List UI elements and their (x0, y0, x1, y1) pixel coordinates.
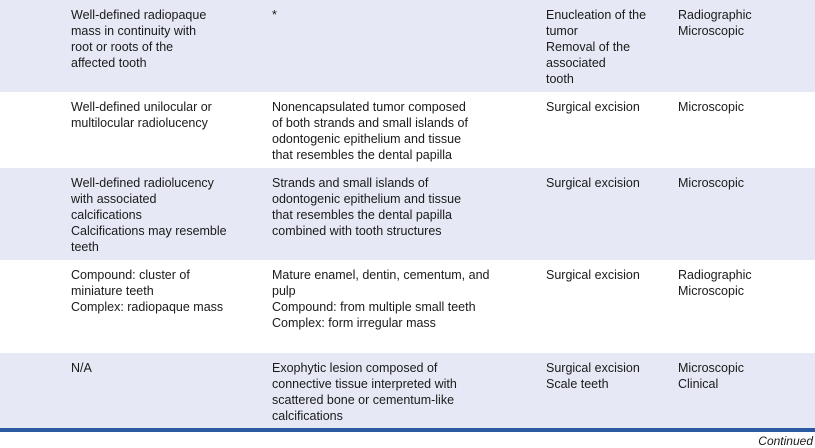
microscopic-findings-cell: Strands and small islands of odontogenic… (272, 175, 540, 239)
cell-line: odontogenic epithelium and tissue (272, 192, 462, 206)
table-row: Compound: cluster of miniature teeth Com… (0, 260, 815, 353)
cell-line: Well-defined radiolucency (71, 176, 214, 190)
cell-line: Nonencapsulated tumor composed (272, 100, 466, 114)
radiographic-findings-cell: N/A (71, 360, 266, 376)
table-row: Well-defined radiolucency with associate… (0, 168, 815, 260)
treatment-cell: Surgical excision (546, 99, 674, 115)
treatment-cell: Surgical excision Scale teeth (546, 360, 674, 392)
cell-line: Surgical excision (546, 268, 640, 282)
cell-line: N/A (71, 361, 92, 375)
cell-line: Well-defined unilocular or (71, 100, 212, 114)
cell-line: Radiographic (678, 268, 752, 282)
cell-line: Surgical excision (546, 176, 640, 190)
treatment-cell: Surgical excision (546, 175, 674, 191)
cell-line: teeth (71, 240, 99, 254)
cell-line: Calcifications may resemble (71, 224, 227, 238)
diagnosis-cell: Radiographic Microscopic (678, 267, 813, 299)
cell-line: Clinical (678, 377, 719, 391)
cell-line: Mature enamel, dentin, cementum, and (272, 268, 490, 282)
cell-line: Compound: from multiple small teeth (272, 300, 476, 314)
diagnosis-cell: Radiographic Microscopic (678, 7, 813, 39)
cell-line: that resembles the dental papilla (272, 148, 452, 162)
cell-line: Microscopic (678, 24, 744, 38)
treatment-cell: Surgical excision (546, 267, 674, 283)
cell-line: Well-defined radiopaque (71, 8, 207, 22)
diagnosis-cell: Microscopic Clinical (678, 360, 813, 392)
cell-line: tooth (546, 72, 574, 86)
cell-line: tumor (546, 24, 578, 38)
cell-line: Enucleation of the (546, 8, 647, 22)
cell-line: Scale teeth (546, 377, 609, 391)
diagnosis-cell: Microscopic (678, 175, 813, 191)
cell-line: scattered bone or cementum-like (272, 393, 455, 407)
cell-line: * (272, 8, 277, 22)
cell-line: combined with tooth structures (272, 224, 442, 238)
treatment-cell: Enucleation of the tumor Removal of the … (546, 7, 674, 87)
cell-line: Compound: cluster of (71, 268, 190, 282)
cell-line: of both strands and small islands of (272, 116, 468, 130)
table-row: N/A Exophytic lesion composed of connect… (0, 353, 815, 428)
diagnosis-cell: Microscopic (678, 99, 813, 115)
cell-line: Microscopic (678, 361, 744, 375)
radiographic-findings-cell: Well-defined radiopaque mass in continui… (71, 7, 266, 71)
cell-line: pulp (272, 284, 296, 298)
microscopic-findings-cell: Nonencapsulated tumor composed of both s… (272, 99, 540, 163)
cell-line: Microscopic (678, 176, 744, 190)
cell-line: Complex: form irregular mass (272, 316, 436, 330)
cell-line: odontogenic epithelium and tissue (272, 132, 462, 146)
cell-line: Radiographic (678, 8, 752, 22)
table-bottom-rule (0, 428, 815, 432)
cell-line: miniature teeth (71, 284, 154, 298)
continued-label: Continued (758, 434, 813, 448)
cell-line: multilocular radiolucency (71, 116, 208, 130)
radiographic-findings-cell: Well-defined radiolucency with associate… (71, 175, 266, 255)
cell-line: Exophytic lesion composed of (272, 361, 438, 375)
cell-line: mass in continuity with (71, 24, 197, 38)
radiographic-findings-cell: Well-defined unilocular or multilocular … (71, 99, 266, 131)
microscopic-findings-cell: Mature enamel, dentin, cementum, and pul… (272, 267, 540, 331)
radiographic-findings-cell: Compound: cluster of miniature teeth Com… (71, 267, 266, 315)
cell-line: associated (546, 56, 606, 70)
microscopic-findings-cell: * (272, 7, 540, 23)
cell-line: Microscopic (678, 100, 744, 114)
cell-line: that resembles the dental papilla (272, 208, 452, 222)
cell-line: calcifications (272, 409, 343, 423)
cell-line: root or roots of the (71, 40, 174, 54)
cell-line: Surgical excision (546, 100, 640, 114)
cell-line: affected tooth (71, 56, 147, 70)
cell-line: with associated (71, 192, 157, 206)
cell-line: Removal of the (546, 40, 631, 54)
cell-line: connective tissue interpreted with (272, 377, 457, 391)
cell-line: Complex: radiopaque mass (71, 300, 224, 314)
cell-line: calcifications (71, 208, 142, 222)
cell-line: Strands and small islands of (272, 176, 429, 190)
microscopic-findings-cell: Exophytic lesion composed of connective … (272, 360, 540, 424)
cell-line: Microscopic (678, 284, 744, 298)
table-row: Well-defined unilocular or multilocular … (0, 92, 815, 168)
table-row: Well-defined radiopaque mass in continui… (0, 0, 815, 92)
cell-line: Surgical excision (546, 361, 640, 375)
